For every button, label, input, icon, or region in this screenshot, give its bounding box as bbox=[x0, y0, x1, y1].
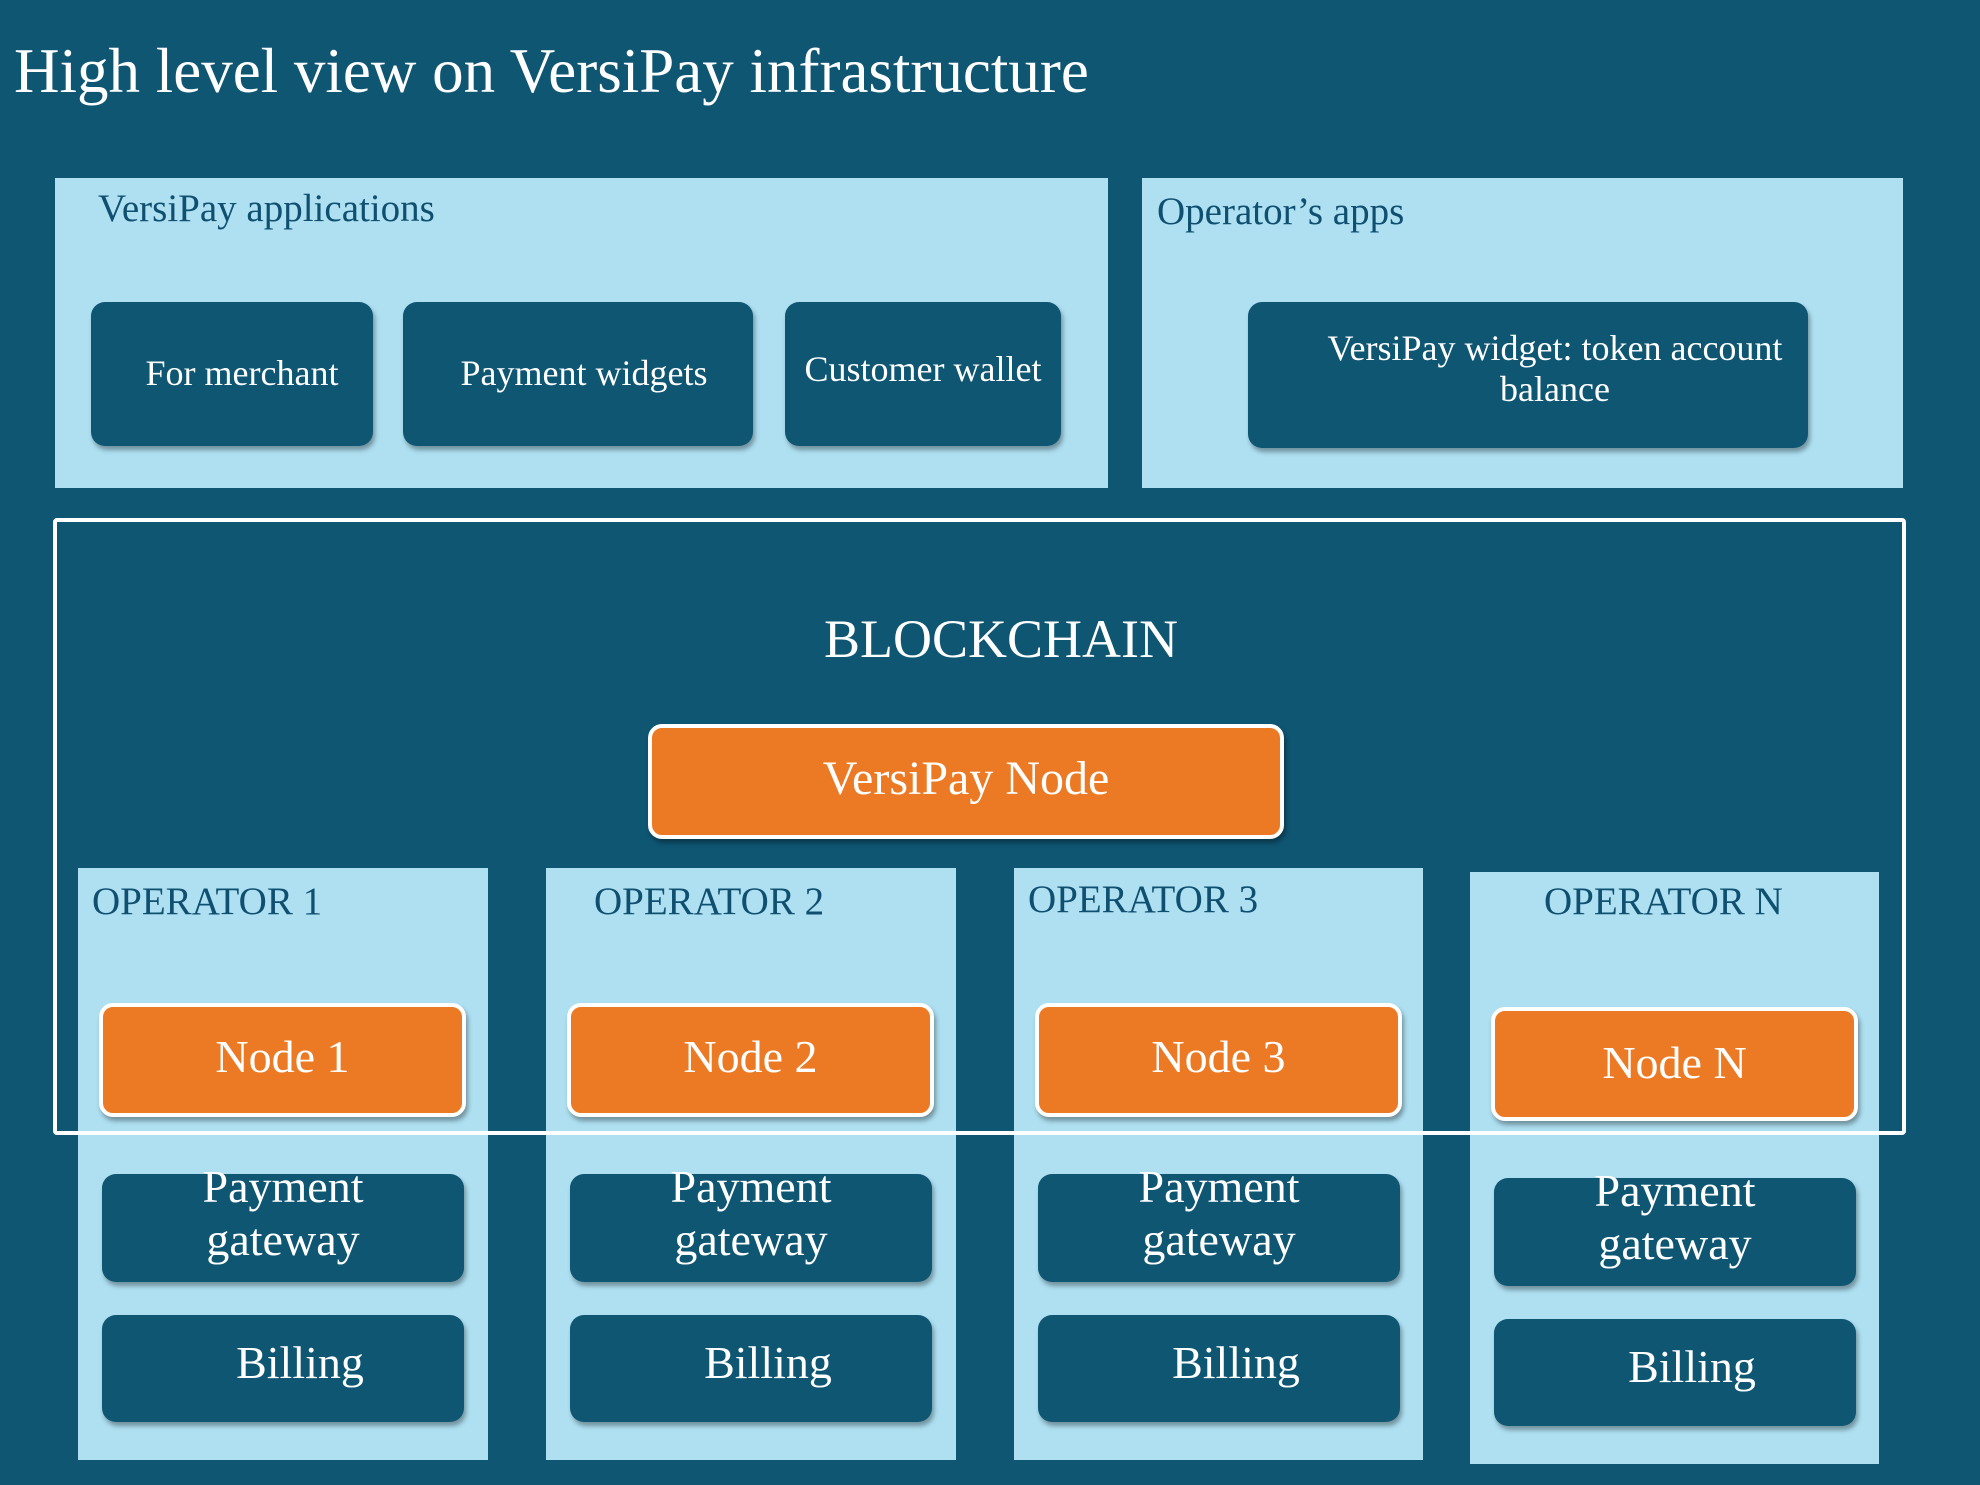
operator-2-billing-label: Billing bbox=[704, 1337, 832, 1389]
versipay-widget-line1: VersiPay widget: token account bbox=[1327, 327, 1783, 368]
blockchain-label: BLOCKCHAIN bbox=[823, 609, 1178, 669]
node-1-label: Node 1 bbox=[215, 1031, 350, 1082]
operator-2-column: OPERATOR 2 Payment gateway Billing bbox=[546, 868, 956, 1460]
versipay-widget-line2: balance bbox=[1500, 369, 1610, 409]
operator-2-label: OPERATOR 2 bbox=[594, 880, 825, 923]
operator-3-billing-label: Billing bbox=[1172, 1337, 1300, 1389]
operator-2-billing: Billing bbox=[570, 1315, 932, 1422]
node-n: Node N bbox=[1491, 1007, 1858, 1121]
operator-1-gateway-line1: Payment bbox=[202, 1161, 364, 1213]
operator-1-label: OPERATOR 1 bbox=[92, 880, 323, 923]
node-2-label: Node 2 bbox=[683, 1031, 818, 1082]
operator-3-column: OPERATOR 3 Payment gateway Billing bbox=[1014, 868, 1423, 1460]
operator-1-column: OPERATOR 1 Payment gateway Billing bbox=[78, 868, 488, 1460]
node-3-label: Node 3 bbox=[1151, 1031, 1286, 1082]
operator-2-gateway-line1: Payment bbox=[670, 1161, 832, 1213]
node-2: Node 2 bbox=[567, 1003, 934, 1117]
operator-3-payment-gateway: Payment gateway bbox=[1038, 1161, 1400, 1282]
versipay-node-label: VersiPay Node bbox=[822, 751, 1110, 805]
operator-1-billing-label: Billing bbox=[236, 1337, 364, 1389]
customer-wallet-label: Customer wallet bbox=[804, 349, 1042, 390]
versipay-applications-panel: VersiPay applications For merchant Payme… bbox=[55, 178, 1108, 488]
operator-1-gateway-line2: gateway bbox=[206, 1214, 360, 1265]
operator-1-billing: Billing bbox=[102, 1315, 464, 1422]
payment-widgets-label: Payment widgets bbox=[460, 353, 708, 394]
operator-n-payment-gateway: Payment gateway bbox=[1494, 1165, 1856, 1286]
operator-n-gateway-line2: gateway bbox=[1598, 1218, 1752, 1269]
operator-2-gateway-line2: gateway bbox=[674, 1214, 828, 1265]
operator-n-billing-label: Billing bbox=[1628, 1341, 1756, 1393]
operator-1-payment-gateway: Payment gateway bbox=[102, 1161, 464, 1282]
node-n-label: Node N bbox=[1602, 1037, 1747, 1088]
for-merchant-box: For merchant bbox=[91, 302, 373, 446]
operator-3-gateway-line2: gateway bbox=[1142, 1214, 1296, 1265]
node-1: Node 1 bbox=[99, 1003, 466, 1117]
operator-n-gateway-line1: Payment bbox=[1594, 1165, 1756, 1217]
operator-n-label: OPERATOR N bbox=[1544, 880, 1783, 923]
versipay-applications-label: VersiPay applications bbox=[98, 187, 435, 230]
operator-3-label: OPERATOR 3 bbox=[1028, 878, 1259, 921]
page-title: High level view on VersiPay infrastructu… bbox=[14, 36, 1089, 106]
operators-apps-panel: Operator’s apps VersiPay widget: token a… bbox=[1142, 178, 1903, 488]
operators-apps-label: Operator’s apps bbox=[1157, 190, 1405, 233]
operator-n-billing: Billing bbox=[1494, 1319, 1856, 1426]
operator-3-gateway-line1: Payment bbox=[1138, 1161, 1300, 1213]
operator-3-billing: Billing bbox=[1038, 1315, 1400, 1422]
customer-wallet-box: Customer wallet bbox=[785, 302, 1061, 446]
operator-n-column: OPERATOR N Payment gateway Billing bbox=[1470, 872, 1879, 1464]
versipay-widget-box: VersiPay widget: token account balance bbox=[1248, 302, 1808, 448]
payment-widgets-box: Payment widgets bbox=[403, 302, 753, 446]
versipay-node: VersiPay Node bbox=[648, 724, 1284, 839]
node-3: Node 3 bbox=[1035, 1003, 1402, 1117]
for-merchant-label: For merchant bbox=[145, 353, 339, 394]
operator-2-payment-gateway: Payment gateway bbox=[570, 1161, 932, 1282]
